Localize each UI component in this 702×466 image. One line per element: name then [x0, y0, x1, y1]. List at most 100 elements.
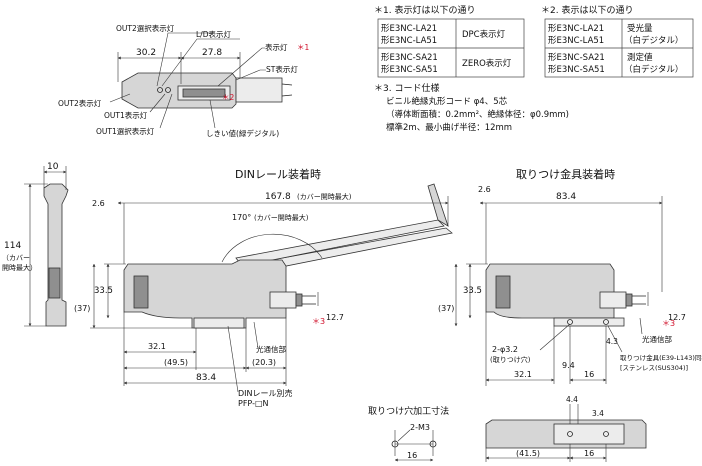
leader-out1 — [149, 93, 166, 113]
side-marking — [48, 267, 61, 299]
dim-170-deg: 170° — [232, 213, 251, 222]
note2-value: 測定値 — [627, 52, 653, 63]
label-din-rail: DINレール別売 — [238, 388, 293, 398]
dim-83-4: 83.4 — [556, 192, 576, 202]
label-mount-hole-note: (取りつけ穴) — [490, 355, 531, 364]
dim-114-note: 開時最大） — [2, 263, 37, 272]
leader-threshold — [209, 99, 216, 129]
label-bracket-material: [ステンレス(SUS304)] — [620, 364, 688, 372]
note3-cord-spec: ＊3. コード仕様 ビニル絶縁丸形コード φ4、5芯 （導体断面積：0.2mm²… — [374, 82, 569, 133]
bottom-hole — [603, 431, 609, 437]
leader-ld — [161, 38, 240, 87]
label-ld-indicator: L/D表示灯 — [196, 29, 231, 39]
note1-model: 形E3NC-SA21 — [381, 53, 438, 63]
dim-20-3: (20.3) — [252, 358, 276, 367]
din-connector — [269, 291, 297, 309]
cover-tip — [427, 183, 449, 227]
bracket-title: 取りつけ金具装着時 — [516, 167, 615, 181]
dim-4-4: 4.4 — [566, 395, 578, 404]
note1-value: DPC表示灯 — [462, 29, 506, 40]
leader-out1-sel — [159, 93, 173, 129]
note2-table: ＊2. 表示は以下の通り 形E3NC-LA21 形E3NC-LA51 受光量 （… — [541, 4, 694, 78]
bracket-connector — [599, 291, 627, 309]
note2-title: ＊2. 表示は以下の通り — [541, 4, 633, 16]
note2-value: （白デジタル） — [624, 64, 683, 75]
label-out1-select-indicator: OUT1選択表示灯 — [96, 126, 155, 136]
din-rail-view: DINレール装着時 2.6 167.8 (カバー開時最大) 170° (カバー開… — [74, 167, 453, 408]
mark-note3: ＊3 — [662, 319, 675, 328]
dim-83-4: 83.4 — [196, 373, 216, 383]
note3-line: 標準2m、最小曲げ半径：12mm — [386, 122, 512, 133]
mark-note1: ＊1 — [297, 43, 309, 52]
bottom-bracket — [553, 423, 625, 445]
label-optical-comm: 光通信部 — [642, 334, 672, 344]
ext-line — [569, 404, 579, 424]
dim-32-1: 32.1 — [514, 370, 532, 379]
dim-27-8: 27.8 — [202, 48, 222, 58]
side-body — [43, 183, 69, 327]
bracket-hole — [603, 319, 609, 325]
dim-170-deg-note: (カバー開時最大) — [254, 213, 309, 222]
note1-model: 形E3NC-LA21 — [381, 24, 437, 34]
dim-3-4: 3.4 — [592, 409, 604, 418]
label-optical-comm: 光通信部 — [256, 344, 286, 354]
dim-167-8-note: (カバー開時最大) — [297, 192, 352, 201]
mounting-bracket — [553, 317, 625, 327]
leader-st — [235, 69, 266, 81]
din-label-plate — [133, 275, 149, 309]
label-display-indicator: 表示灯 — [265, 42, 288, 52]
note2-value: （白デジタル） — [624, 35, 683, 46]
cover-swing-arc — [221, 233, 323, 263]
dim-37: (37) — [74, 304, 90, 313]
note2-value: 受光量 — [627, 23, 653, 34]
bottom-hole — [567, 431, 573, 437]
leader-hole — [539, 323, 571, 351]
note1-value: ZERO表示灯 — [462, 58, 512, 69]
dim-4-3: 4.3 — [606, 337, 618, 346]
leader-m3 — [397, 429, 411, 442]
open-cover-upper — [235, 219, 445, 267]
top-view: 30.2 27.8 OUT2選択表示灯 L/D表示灯 表示灯 ＊1 ST表示灯 … — [58, 23, 309, 138]
dim-167-8: 167.8 — [265, 192, 291, 202]
indicator-led-a — [157, 87, 163, 93]
note1-model: 形E3NC-LA51 — [381, 36, 437, 46]
note3-line: ＊3. コード仕様 — [374, 82, 439, 94]
dim-10: 10 — [47, 162, 59, 172]
dim-114: 114 — [4, 241, 21, 251]
leader-receiver — [253, 321, 259, 349]
label-bracket: 取りつけ金具(E39-L143)同梱 — [620, 353, 702, 362]
label-m3: 2-M3 — [410, 423, 430, 432]
cable-lines — [281, 83, 293, 97]
note2-model: 形E3NC-SA51 — [548, 65, 605, 75]
side-view: 10 114 （カバー 開時最大） — [2, 162, 69, 327]
dim-114-note: （カバー — [2, 254, 30, 262]
dim-9-4: 9.4 — [562, 361, 575, 370]
leader-bracket — [607, 325, 623, 353]
leader-out2-sel — [156, 32, 212, 87]
hole-title: 取りつけ穴加工寸法 — [368, 405, 449, 417]
dim-30-2: 30.2 — [136, 48, 156, 58]
note2-model: 形E3NC-SA21 — [548, 53, 605, 63]
display-digits — [182, 88, 226, 98]
bracket-amplifier-body — [485, 263, 615, 319]
bracket-label-plate — [495, 275, 511, 309]
din-cable-gland — [295, 293, 303, 307]
din-amplifier-body — [123, 259, 287, 329]
leader-disp — [217, 47, 265, 87]
leader-rail — [227, 325, 239, 393]
hole-view: 取りつけ穴加工寸法 2-M3 16 — [368, 405, 449, 462]
mark-note3: ＊3 — [312, 317, 325, 326]
note2-model: 形E3NC-LA51 — [548, 36, 604, 46]
dim-16: 16 — [584, 449, 594, 458]
din-title: DINレール装着時 — [235, 167, 321, 181]
dim-33-5: 33.5 — [94, 286, 113, 296]
dim-12-7: 12.7 — [668, 313, 686, 322]
dim-12-7: 12.7 — [326, 313, 344, 322]
leader-receiver — [639, 317, 643, 335]
din-rail-clip — [193, 317, 245, 329]
bracket-cable — [632, 295, 646, 305]
label-din-rail-model: PFP-□N — [238, 399, 269, 408]
label-st-indicator: ST表示灯 — [266, 64, 298, 74]
dim-37: (37) — [438, 304, 454, 313]
dim-2-6: 2.6 — [478, 185, 491, 194]
